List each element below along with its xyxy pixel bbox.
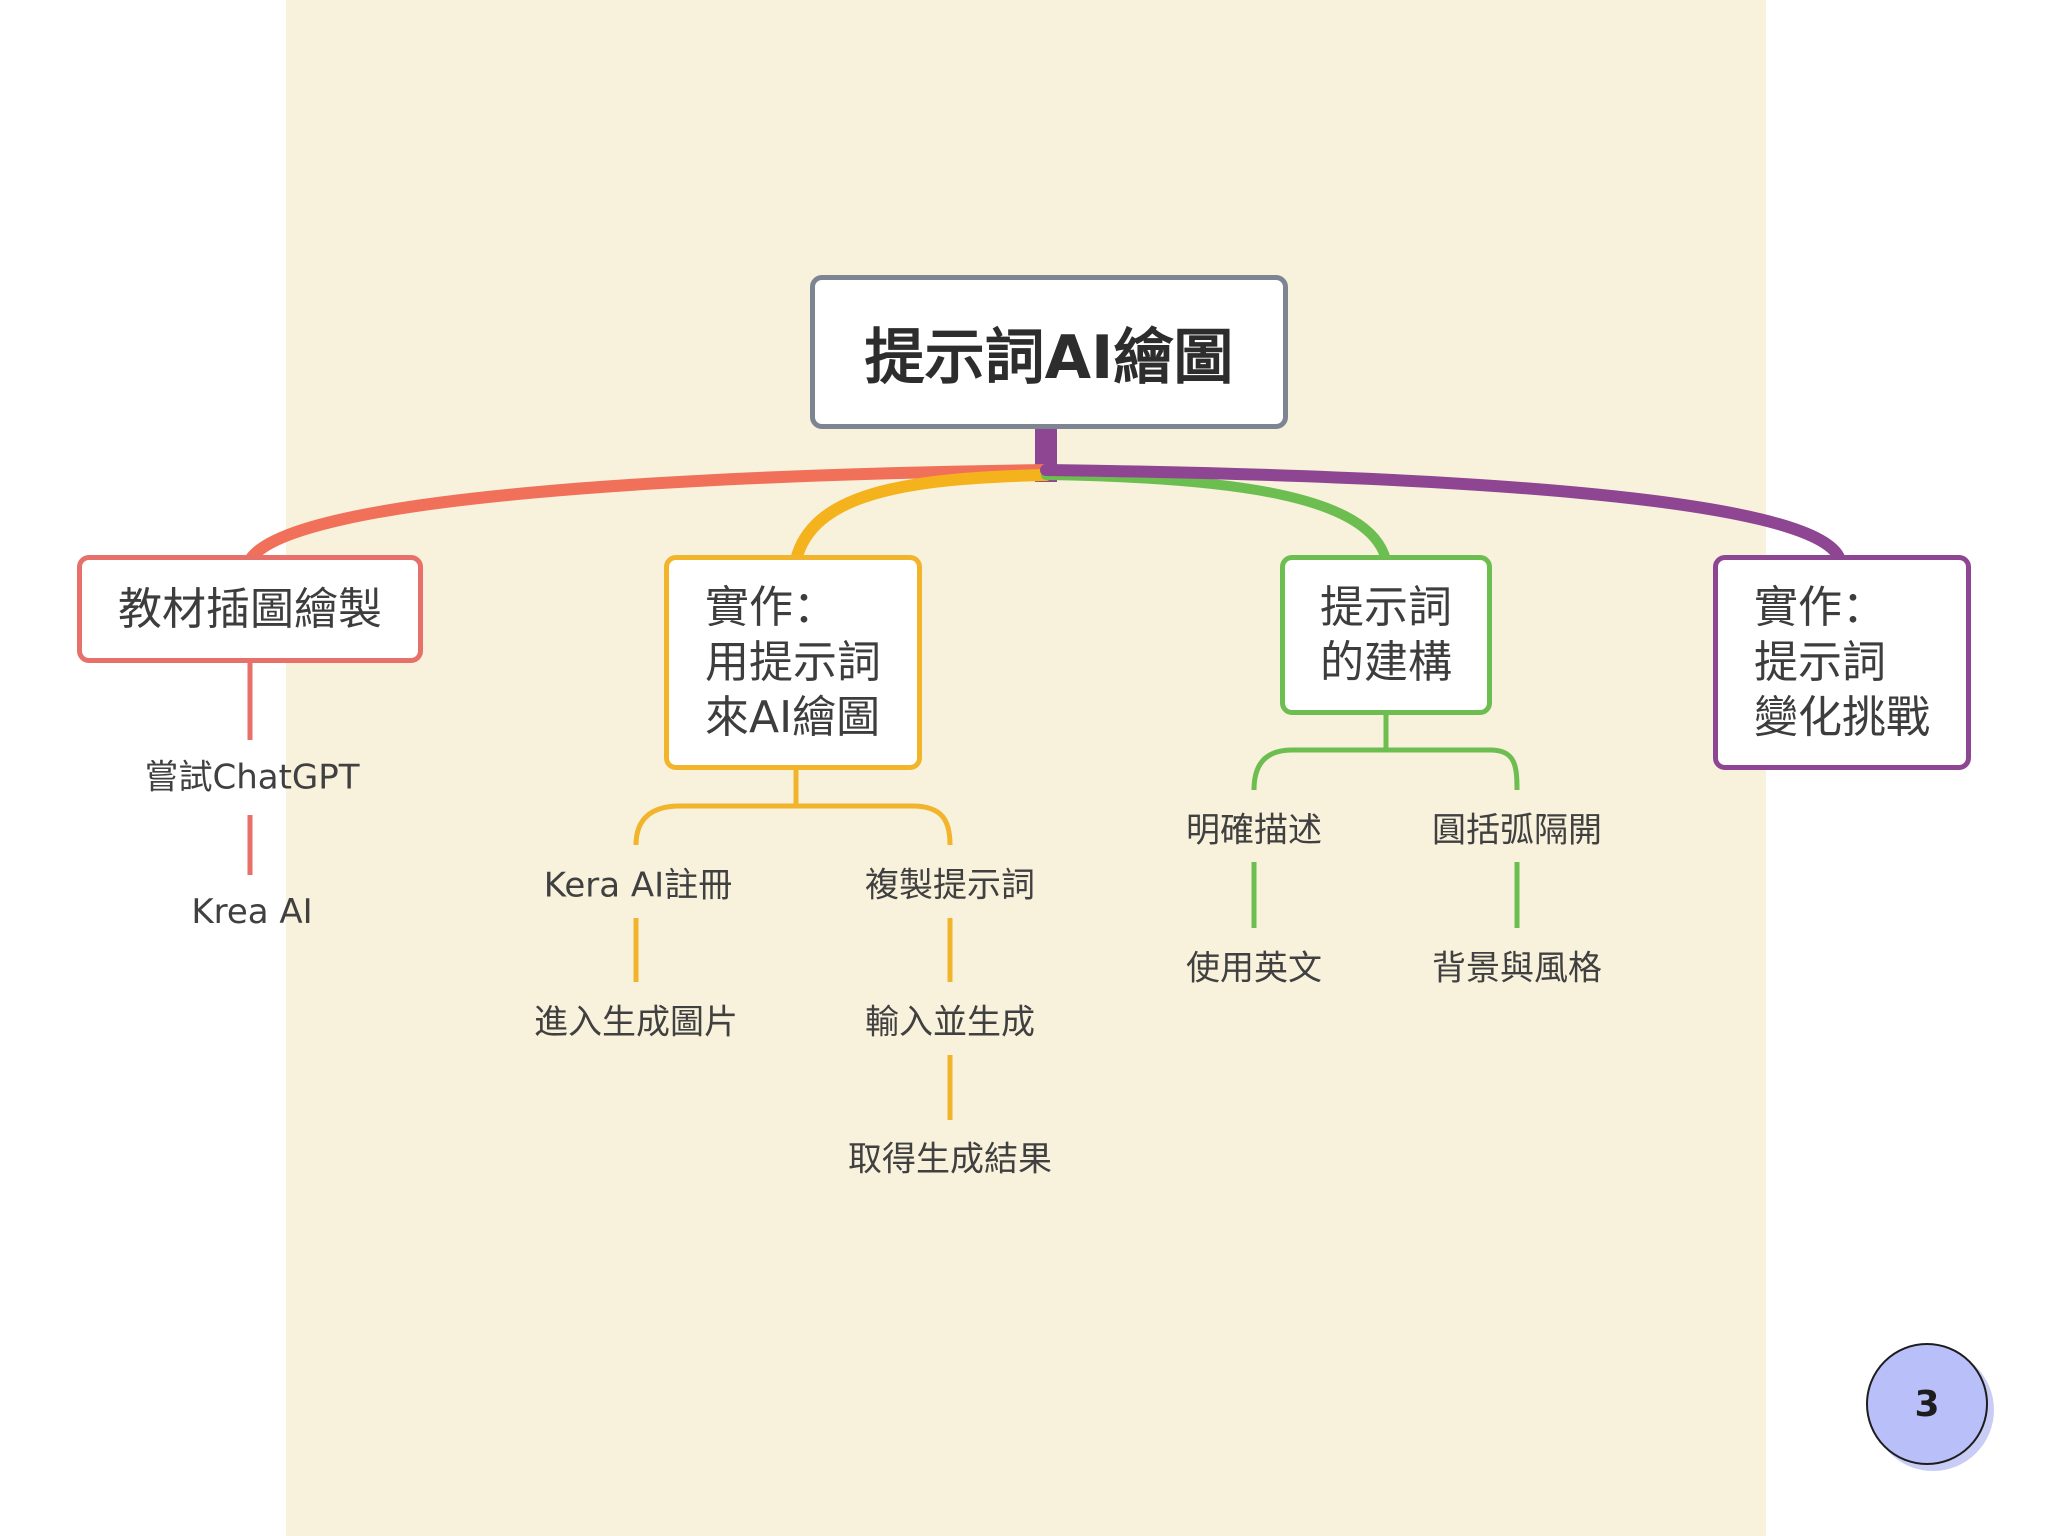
branch-node-prompt-challenge[interactable]: 實作： 提示詞 變化挑戰 xyxy=(1713,555,1971,770)
leaf-enter-generate[interactable]: 進入生成圖片 xyxy=(534,1002,738,1043)
branch-3-line-2: 的建構 xyxy=(1320,637,1452,688)
branch-1-line-1: 教材插圖繪製 xyxy=(118,583,382,635)
root-node[interactable]: 提示詞AI繪圖 xyxy=(810,275,1288,429)
leaf-clear-description[interactable]: 明確描述 xyxy=(1186,810,1322,851)
leaf-kera-register[interactable]: Kera AI註冊 xyxy=(543,865,733,906)
page-number: 3 xyxy=(1914,1383,1940,1425)
leaf-krea-ai[interactable]: Krea AI xyxy=(191,892,313,932)
branch-node-prompt-structure[interactable]: 提示詞 的建構 xyxy=(1280,555,1492,715)
branch-4-line-2: 提示詞 xyxy=(1754,637,1886,688)
branch-4-line-1: 實作： xyxy=(1754,582,1886,633)
leaf-copy-prompt[interactable]: 複製提示詞 xyxy=(865,865,1035,906)
branch-2-line-2: 用提示詞 xyxy=(705,637,881,688)
yellow-fork xyxy=(633,770,953,846)
branch-curve-1 xyxy=(244,464,1052,566)
leaf-get-result[interactable]: 取得生成結果 xyxy=(848,1139,1052,1180)
leaf-parentheses-separate[interactable]: 圓括弧隔開 xyxy=(1432,810,1602,851)
branch-4-line-3: 變化挑戰 xyxy=(1754,692,1930,743)
root-title: 提示詞AI繪圖 xyxy=(864,322,1234,393)
green-fork xyxy=(1251,715,1520,791)
branch-node-practice-ai-drawing[interactable]: 實作： 用提示詞 來AI繪圖 xyxy=(664,555,922,770)
branch-curve-3 xyxy=(1041,470,1391,565)
leaf-input-and-generate[interactable]: 輸入並生成 xyxy=(865,1002,1035,1043)
leaf-try-chatgpt[interactable]: 嘗試ChatGPT xyxy=(144,757,360,798)
branch-2-line-1: 實作： xyxy=(705,582,837,633)
branch-node-illustration[interactable]: 教材插圖繪製 xyxy=(77,555,423,663)
page-number-badge: 3 xyxy=(1866,1343,1988,1465)
branch-curve-2 xyxy=(790,469,1052,566)
branch-curve-4 xyxy=(1040,464,1846,566)
slide-background xyxy=(286,0,1766,1536)
branch-2-line-3: 來AI繪圖 xyxy=(705,692,881,743)
leaf-background-style[interactable]: 背景與風格 xyxy=(1432,948,1602,989)
leaf-use-english[interactable]: 使用英文 xyxy=(1186,948,1322,989)
branch-3-line-1: 提示詞 xyxy=(1320,582,1452,633)
